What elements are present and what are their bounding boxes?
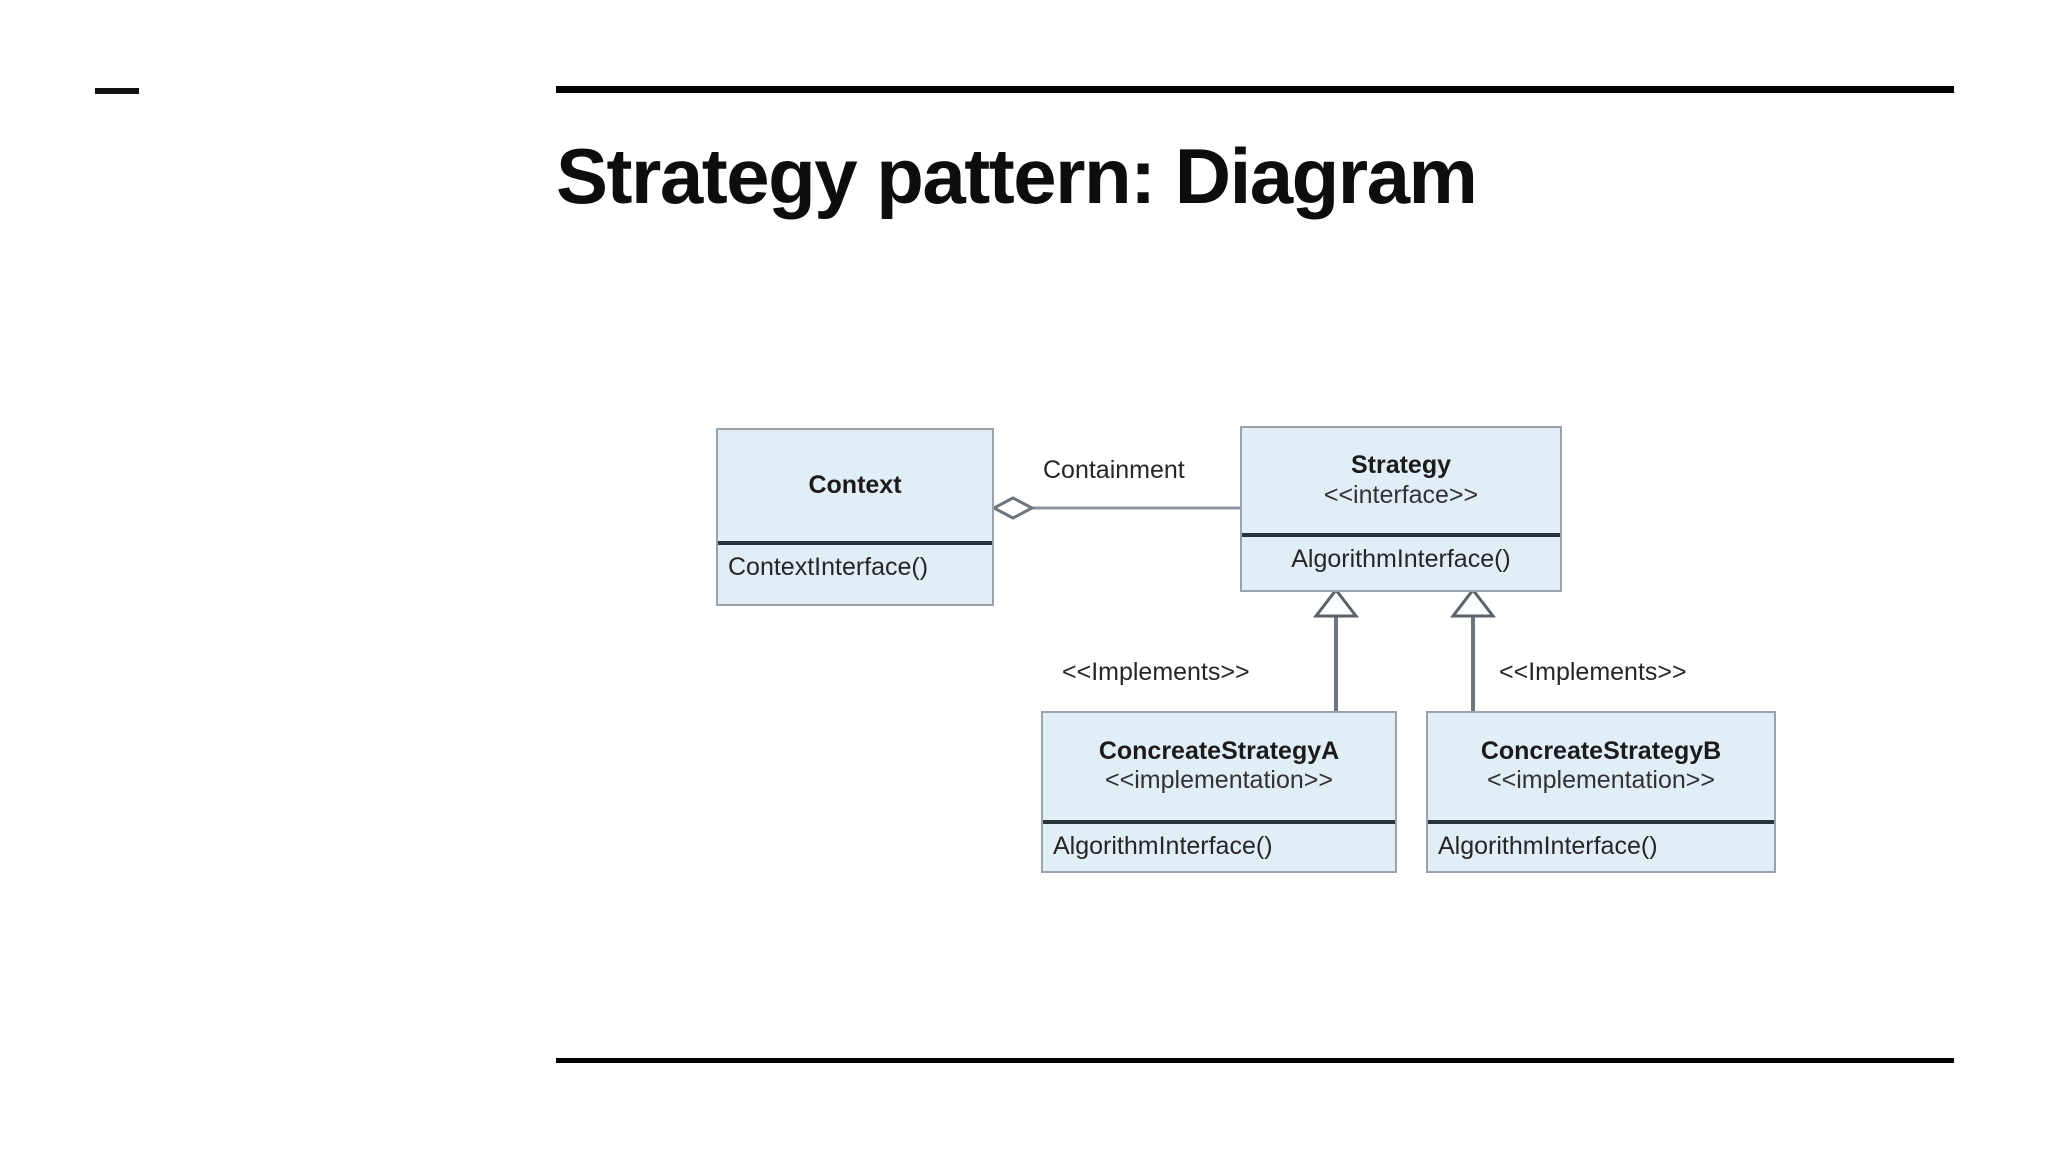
uml-class-context-header: Context [718, 430, 992, 541]
uml-class-concrete-b-header: ConcreateStrategyB <<implementation>> [1428, 713, 1774, 820]
uml-class-concrete-b-name: ConcreateStrategyB [1480, 737, 1722, 766]
uml-class-strategy-name: Strategy [1350, 450, 1452, 479]
uml-class-concrete-strategy-b[interactable]: ConcreateStrategyB <<implementation>> Al… [1426, 711, 1776, 873]
uml-method: AlgorithmInterface() [1438, 832, 1658, 860]
uml-method: AlgorithmInterface() [1053, 832, 1273, 860]
uml-method: ContextInterface() [728, 553, 929, 581]
uml-class-concrete-a-divider [1043, 820, 1395, 824]
page-title: Strategy pattern: Diagram [556, 132, 1478, 220]
uml-class-strategy-body: AlgorithmInterface() [1242, 537, 1560, 590]
relation-containment [990, 496, 1240, 520]
relation-implements-a [1312, 587, 1360, 711]
uml-class-concrete-b-stereotype: <<implementation>> [1487, 766, 1715, 795]
relation-implements-b [1449, 587, 1497, 711]
uml-class-strategy[interactable]: Strategy <<interface>> AlgorithmInterfac… [1240, 426, 1562, 592]
uml-class-strategy-stereotype: <<interface>> [1323, 480, 1479, 509]
uml-class-context-name: Context [808, 471, 902, 499]
uml-class-context-body: ContextInterface() [718, 545, 992, 604]
aggregation-diamond-icon [990, 496, 1036, 520]
uml-class-context[interactable]: Context ContextInterface() [716, 428, 994, 606]
relation-label-implements-b: <<Implements>> [1499, 658, 1687, 686]
uml-class-concrete-b-body: AlgorithmInterface() [1428, 824, 1774, 871]
uml-class-context-divider [718, 541, 992, 545]
generalization-triangle-a-icon [1312, 587, 1360, 618]
uml-class-concrete-b-divider [1428, 820, 1774, 824]
uml-class-concrete-a-stereotype: <<implementation>> [1105, 766, 1333, 795]
uml-class-concrete-a-header: ConcreateStrategyA <<implementation>> [1043, 713, 1395, 820]
uml-class-concrete-a-body: AlgorithmInterface() [1043, 824, 1395, 871]
title-rule-top [556, 86, 1954, 93]
relation-label-implements-a: <<Implements>> [1062, 658, 1250, 686]
uml-class-concrete-strategy-a[interactable]: ConcreateStrategyA <<implementation>> Al… [1041, 711, 1397, 873]
uml-class-strategy-divider [1242, 533, 1560, 537]
uml-class-concrete-a-name: ConcreateStrategyA [1098, 737, 1340, 766]
uml-method: AlgorithmInterface() [1291, 545, 1511, 573]
footer-rule-bottom [556, 1058, 1954, 1063]
generalization-triangle-b-icon [1449, 587, 1497, 618]
uml-class-strategy-header: Strategy <<interface>> [1242, 428, 1560, 533]
relation-label-containment: Containment [1043, 456, 1185, 484]
slide-dash-mark [95, 88, 139, 94]
